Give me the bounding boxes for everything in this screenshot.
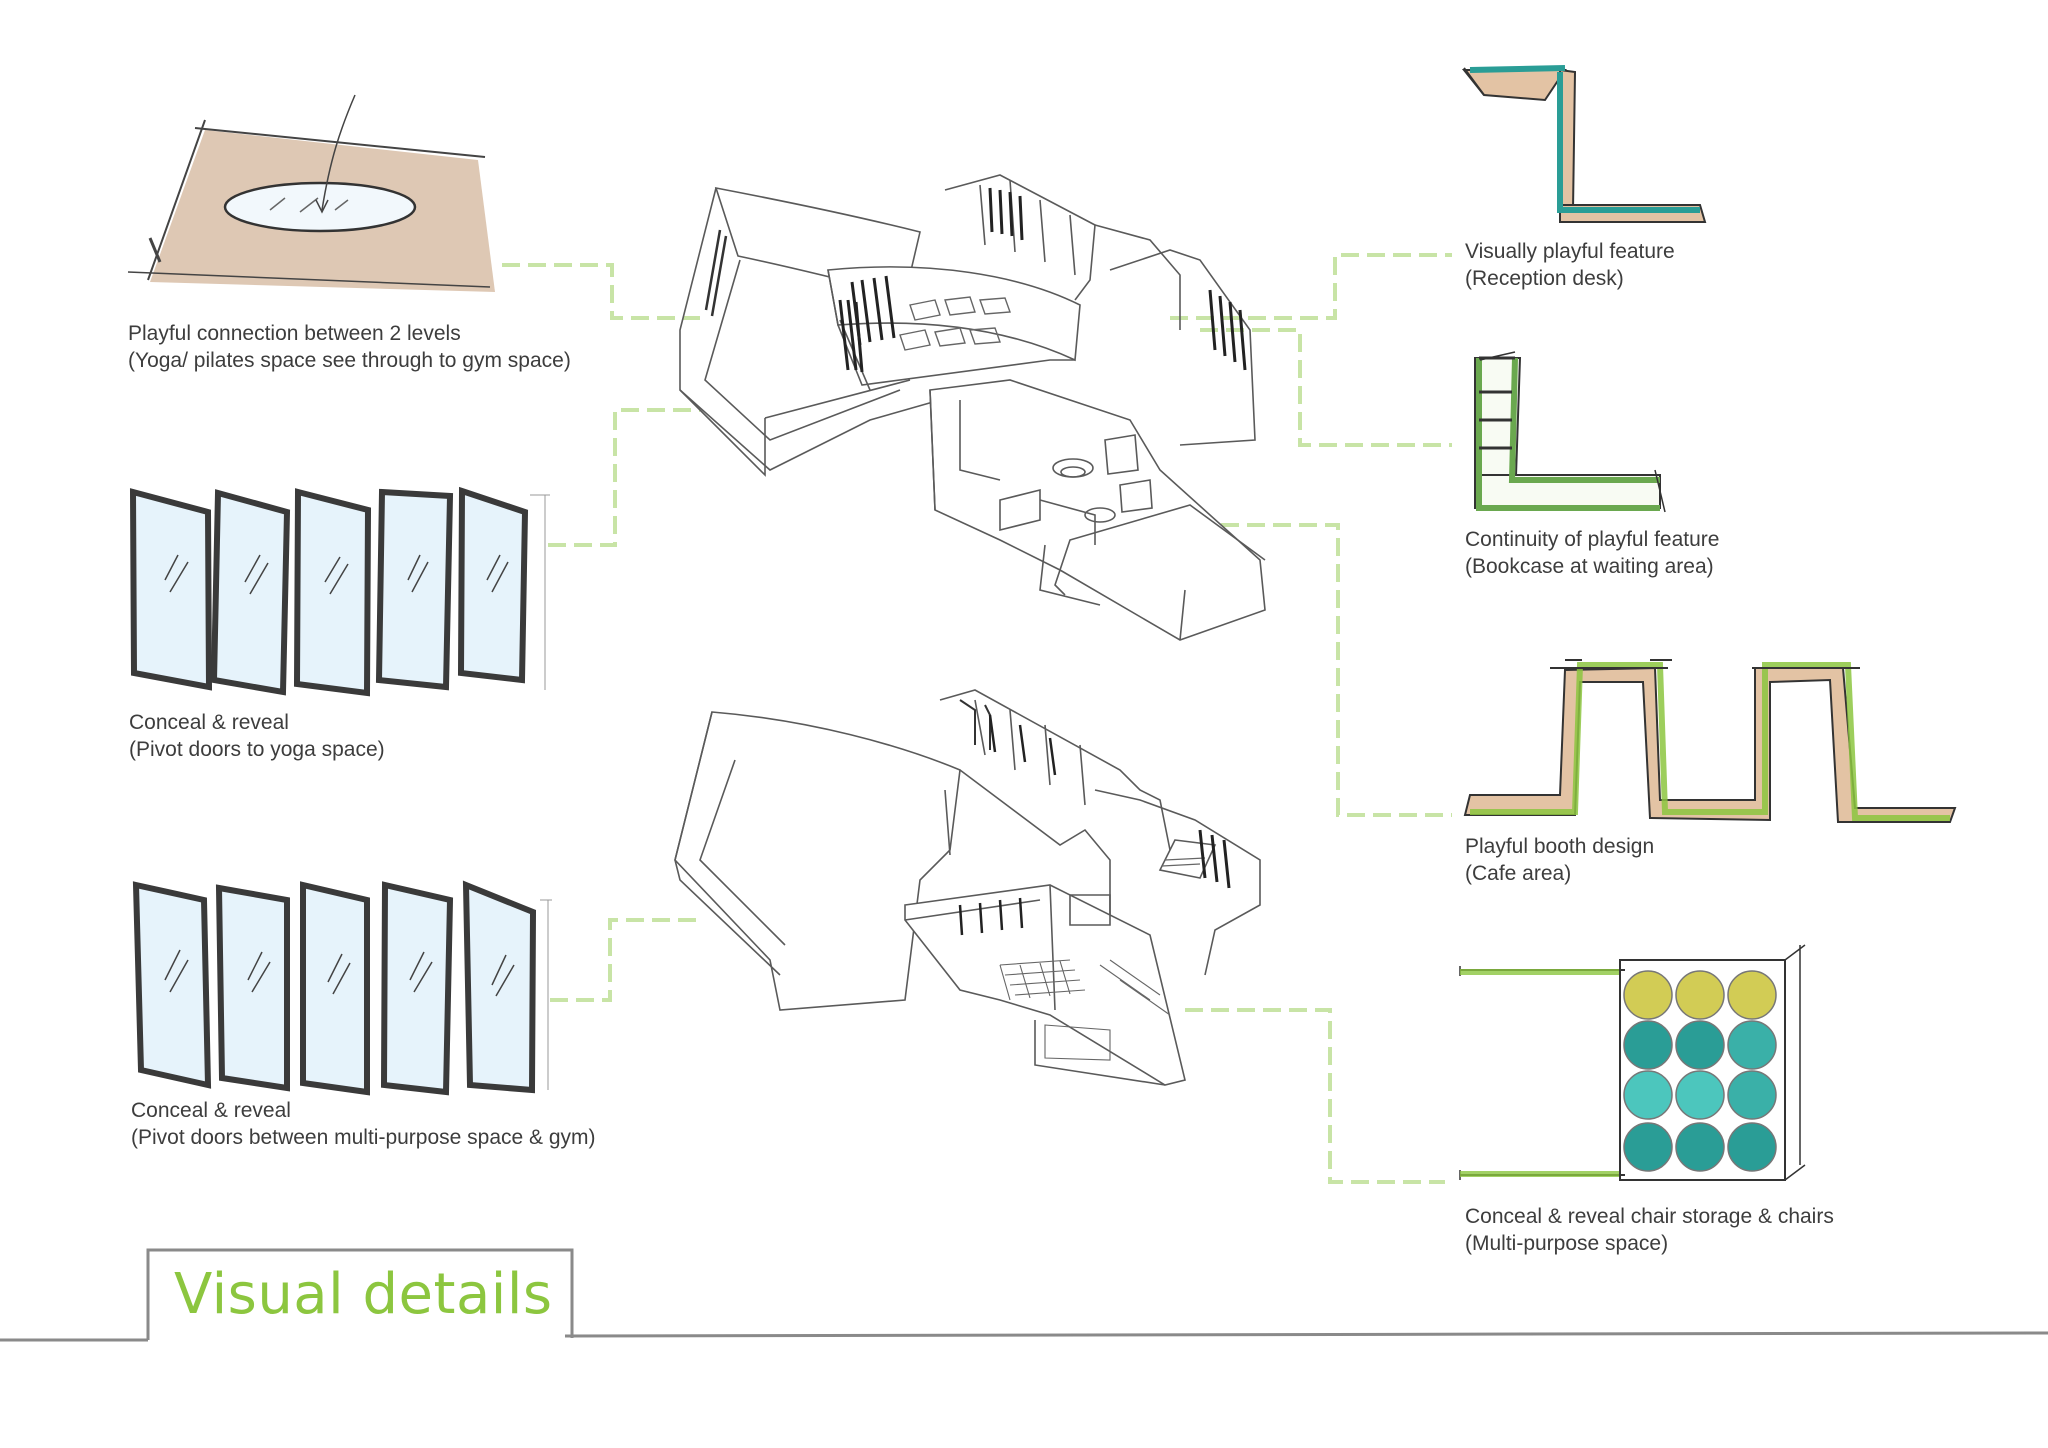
caption-title: Visually playful feature [1465, 240, 1675, 263]
caption-title: Conceal & reveal chair storage & chairs [1465, 1205, 1834, 1228]
caption-pivot-multipurpose: Conceal & reveal (Pivot doors between mu… [131, 1097, 596, 1151]
connector-chair-storage [1185, 1008, 1445, 1184]
lower-floor-plan-axonometric-icon [674, 689, 1261, 1086]
caption-subtitle: (Multi-purpose space) [1465, 1232, 1669, 1255]
l-bookcase-icon [1474, 351, 1666, 513]
caption-title: Conceal & reveal [129, 711, 289, 734]
caption-subtitle: (Pivot doors between multi-purpose space… [131, 1126, 596, 1149]
meander-booth-icon [1463, 659, 1957, 823]
chair-storage-icon [1459, 944, 1806, 1181]
caption-yoga-opening: Playful connection between 2 levels (Yog… [128, 320, 571, 374]
ellipse-opening-sketch-icon [127, 94, 495, 292]
caption-bookcase: Continuity of playful feature (Bookcase … [1465, 526, 1719, 580]
caption-chair-storage: Conceal & reveal chair storage & chairs … [1465, 1203, 1834, 1257]
caption-title: Conceal & reveal [131, 1099, 291, 1122]
connector-lines [502, 253, 1452, 1184]
caption-subtitle: (Yoga/ pilates space see through to gym … [128, 349, 571, 372]
caption-subtitle: (Cafe area) [1465, 862, 1572, 885]
connector-bookcase [1200, 328, 1452, 447]
caption-reception: Visually playful feature (Reception desk… [1465, 238, 1675, 292]
caption-title: Continuity of playful feature [1465, 528, 1720, 551]
title-frame [0, 1248, 2048, 1342]
pivot-doors-multipurpose-icon [132, 880, 552, 1096]
caption-title: Playful connection between 2 levels [128, 322, 461, 345]
pivot-doors-yoga-icon [129, 486, 550, 697]
connector-pivot-yoga [548, 408, 700, 547]
caption-subtitle: (Pivot doors to yoga space) [129, 738, 385, 761]
upper-floor-plan-axonometric-icon [679, 174, 1266, 641]
connector-reception [1170, 253, 1452, 320]
caption-subtitle: (Bookcase at waiting area) [1465, 555, 1714, 578]
connector-pivot-mp [550, 918, 700, 1002]
caption-title: Playful booth design [1465, 835, 1655, 858]
caption-subtitle: (Reception desk) [1465, 267, 1624, 290]
connector-yoga-opening [502, 263, 700, 320]
caption-booth: Playful booth design (Cafe area) [1465, 833, 1654, 887]
page-title: Visual details [174, 1262, 553, 1327]
connector-booth [1195, 523, 1452, 817]
z-reception-desk-icon [1461, 65, 1707, 223]
caption-pivot-yoga: Conceal & reveal (Pivot doors to yoga sp… [129, 709, 385, 763]
